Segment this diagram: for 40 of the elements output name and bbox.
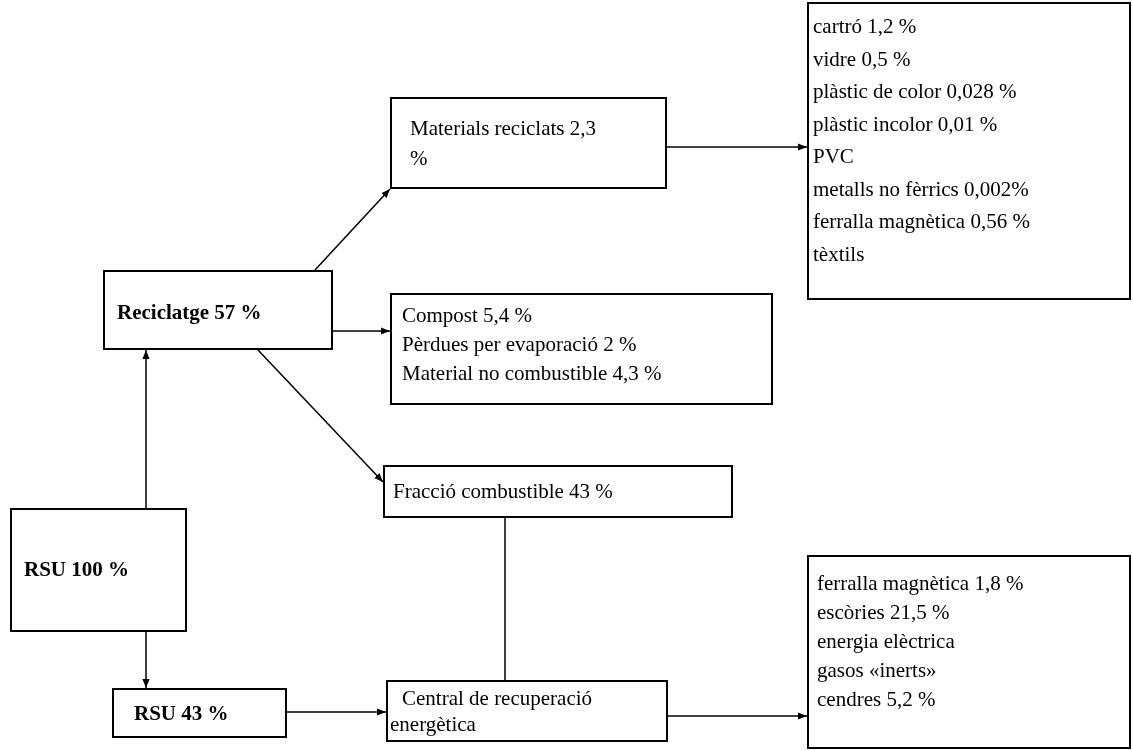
box-text: metalls no fèrrics 0,002% xyxy=(813,175,1030,203)
arrow xyxy=(332,327,391,335)
box-text: Central de recuperació energètica xyxy=(390,685,594,737)
box-text: Fracció combustible 43 % xyxy=(393,478,614,505)
box-text: RSU 100 % xyxy=(24,556,130,582)
box-text: ferralla magnètica 1,8 % xyxy=(817,570,1025,597)
box-text: RSU 43 % xyxy=(134,700,230,726)
arrow xyxy=(142,631,150,689)
box-text: ferralla magnètica 0,56 % xyxy=(813,208,1031,235)
box-text: Pèrdues per evaporació 2 % xyxy=(402,331,638,358)
list-box xyxy=(390,293,773,405)
arrow xyxy=(667,712,808,720)
box-text: gasos «inerts» xyxy=(817,657,938,684)
arrow xyxy=(314,188,391,271)
box-text: escòries 21,5 % xyxy=(817,599,951,626)
box-text: PVC xyxy=(813,143,855,170)
process-box xyxy=(10,508,187,632)
box-text: cendres 5,2 % xyxy=(817,686,937,713)
box-text: plàstic incolor 0,01 % xyxy=(813,110,999,138)
box-text: Compost 5,4 % xyxy=(402,302,534,329)
process-box xyxy=(112,688,287,738)
box-text: vidre 0,5 % xyxy=(813,45,912,73)
connector-line xyxy=(504,517,506,681)
box-text: Reciclatge 57 % xyxy=(117,299,263,325)
box-text: cartró 1,2 % xyxy=(813,13,918,40)
box-text: plàstic de color 0,028 % xyxy=(813,78,1018,105)
list-box xyxy=(807,555,1131,749)
arrow xyxy=(142,349,150,509)
arrow xyxy=(257,349,384,483)
process-box xyxy=(386,680,668,742)
box-text: energia elèctrica xyxy=(817,628,956,655)
arrow xyxy=(666,143,808,151)
process-box xyxy=(383,465,733,518)
list-box xyxy=(807,2,1131,300)
process-box xyxy=(103,270,333,350)
box-text: Material no combustible 4,3 % xyxy=(402,360,663,387)
box-text: Materials reciclats 2,3 % xyxy=(410,115,597,172)
process-box xyxy=(390,97,667,189)
arrow xyxy=(286,708,387,716)
box-text: tèxtils xyxy=(813,240,866,268)
